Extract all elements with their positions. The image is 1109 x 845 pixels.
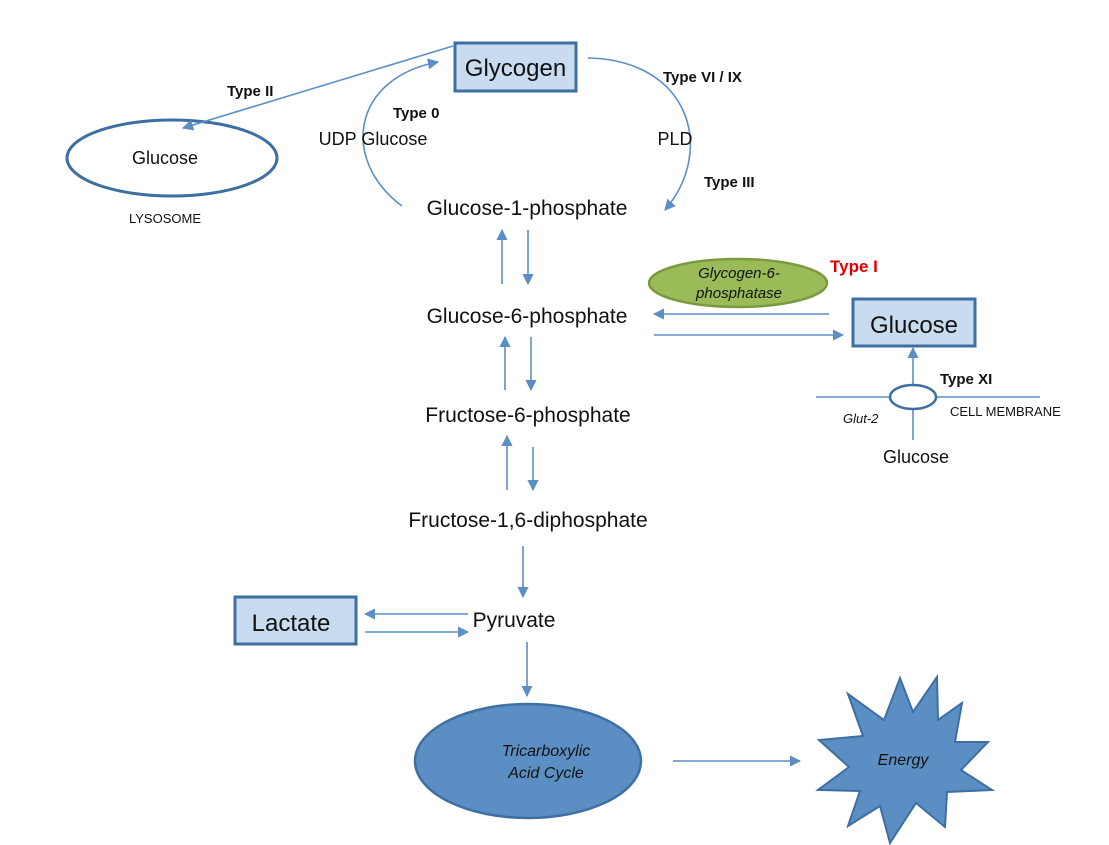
type-0-label: Type 0 bbox=[393, 105, 439, 122]
glut2-transporter bbox=[888, 383, 938, 411]
tca-label-line2: Acid Cycle bbox=[507, 765, 584, 782]
energy-label: Energy bbox=[878, 752, 930, 769]
glucose-box bbox=[851, 297, 977, 348]
g1p-label: Glucose-1-phosphate bbox=[427, 197, 628, 220]
glucose-box-label: Glucose bbox=[870, 312, 958, 339]
lysosome-label: LYSOSOME bbox=[129, 211, 201, 226]
udp-glucose-arc bbox=[362, 58, 440, 207]
pyruvate-label: Pyruvate bbox=[473, 609, 556, 632]
f6p-label: Fructose-6-phosphate bbox=[425, 404, 630, 427]
cell-membrane-label: CELL MEMBRANE bbox=[950, 404, 1061, 419]
lactate-box bbox=[233, 595, 358, 646]
f16dp-label: Fructose-1,6-diphosphate bbox=[408, 509, 647, 532]
pld-label: PLD bbox=[657, 129, 692, 149]
glycogen-label: Glycogen bbox=[465, 55, 566, 82]
type-vi-ix-label: Type VI / IX bbox=[663, 69, 742, 86]
enzyme-label-line1: Glycogen-6- bbox=[698, 265, 780, 282]
enzyme-label-line2: phosphatase bbox=[695, 285, 782, 302]
type-ii-arrow bbox=[181, 45, 454, 131]
lysosome-ellipse bbox=[65, 118, 279, 198]
extracellular-glucose-label: Glucose bbox=[883, 447, 949, 467]
lactate-label: Lactate bbox=[252, 610, 331, 637]
type-iii-label: Type III bbox=[704, 174, 755, 191]
energy-starburst bbox=[815, 673, 996, 845]
lysosome-glucose-label: Glucose bbox=[132, 148, 198, 168]
type-xi-label: Type XI bbox=[940, 371, 992, 388]
glut2-label: Glut-2 bbox=[843, 411, 879, 426]
glycogen-box bbox=[453, 41, 578, 93]
type-ii-label: Type II bbox=[227, 83, 273, 100]
tca-ellipse bbox=[413, 702, 643, 820]
glucose-6-phosphatase-ellipse bbox=[647, 257, 829, 309]
pld-arc bbox=[587, 57, 692, 211]
tca-label-line1: Tricarboxylic bbox=[502, 743, 591, 760]
udp-glucose-label: UDP Glucose bbox=[319, 129, 428, 149]
g6p-label: Glucose-6-phosphate bbox=[427, 305, 628, 328]
type-i-label: Type I bbox=[830, 257, 878, 276]
